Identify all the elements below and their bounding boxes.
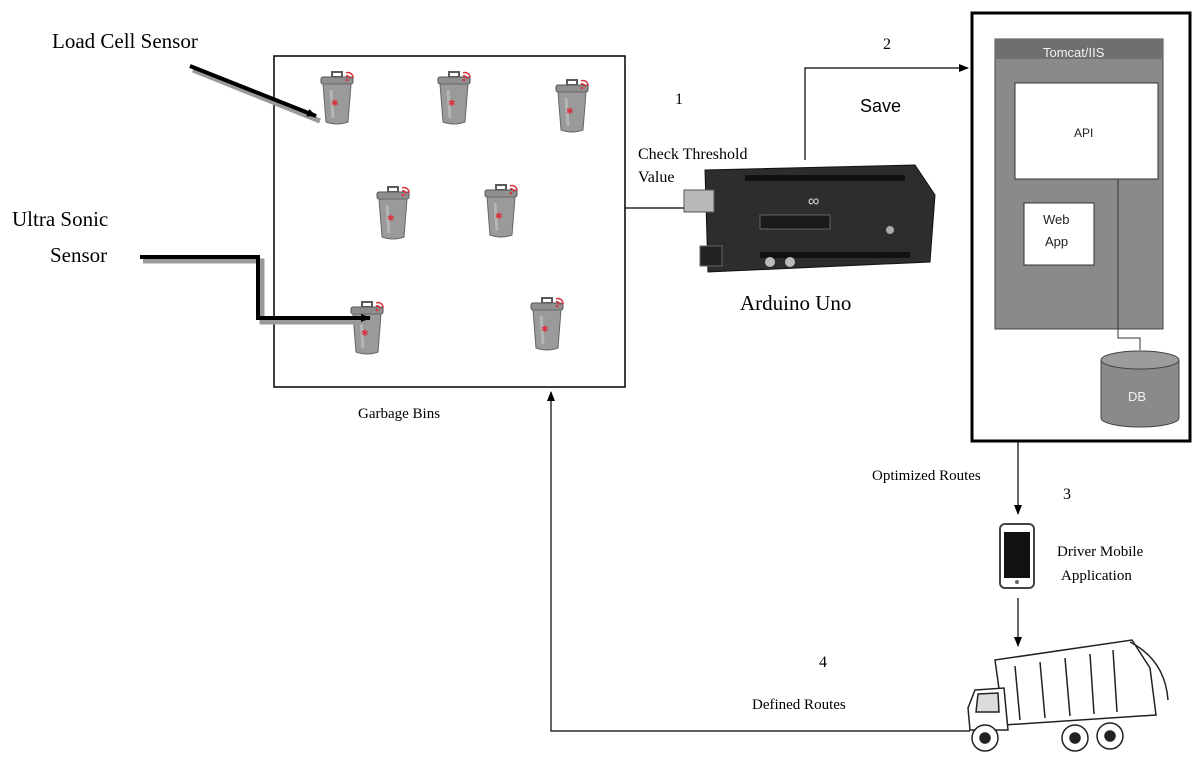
api-label: API xyxy=(1074,126,1093,140)
step-1-label: 1 xyxy=(675,91,683,108)
load-cell-sensor-label: Load Cell Sensor xyxy=(52,29,198,53)
ultra-sonic-arrow xyxy=(140,257,370,318)
arduino-uno-label: Arduino Uno xyxy=(740,291,851,315)
arduino-board-icon: ∞ xyxy=(684,165,935,272)
optimized-routes-label: Optimized Routes xyxy=(872,468,981,484)
save-label: Save xyxy=(860,96,901,116)
trash-bin-icon xyxy=(531,298,563,350)
server-title: Tomcat/IIS xyxy=(1043,45,1105,60)
truck-to-bins-arrow xyxy=(551,392,970,731)
web-app-label-line2: App xyxy=(1045,234,1068,249)
driver-label-line1: Driver Mobile xyxy=(1057,544,1144,560)
step-3-label: 3 xyxy=(1063,486,1071,503)
trash-bin-icon xyxy=(556,80,588,132)
load-cell-arrow xyxy=(190,66,316,116)
web-app-label-line1: Web xyxy=(1043,212,1070,227)
trash-bin-icon xyxy=(438,72,470,124)
trash-bin-icon xyxy=(377,187,409,239)
step-4-label: 4 xyxy=(819,654,827,671)
garbage-bins-label: Garbage Bins xyxy=(358,406,440,422)
svg-text:∞: ∞ xyxy=(808,193,819,210)
check-threshold-label-line1: Check Threshold xyxy=(638,146,747,163)
trash-bin-icon xyxy=(321,72,353,124)
defined-routes-label: Defined Routes xyxy=(752,697,846,713)
trash-bin-icon xyxy=(351,302,383,354)
step-2-label: 2 xyxy=(883,36,891,53)
ultra-sonic-label-line2: Sensor xyxy=(50,243,107,267)
smartphone-icon xyxy=(1000,524,1034,588)
db-label: DB xyxy=(1128,389,1146,404)
trash-bin-icon xyxy=(485,185,517,237)
garbage-truck-icon xyxy=(968,640,1168,751)
driver-label-line2: Application xyxy=(1061,568,1132,584)
database-icon: DB xyxy=(1101,351,1179,427)
check-threshold-label-line2: Value xyxy=(638,169,674,186)
ultra-sonic-label-line1: Ultra Sonic xyxy=(12,207,108,231)
